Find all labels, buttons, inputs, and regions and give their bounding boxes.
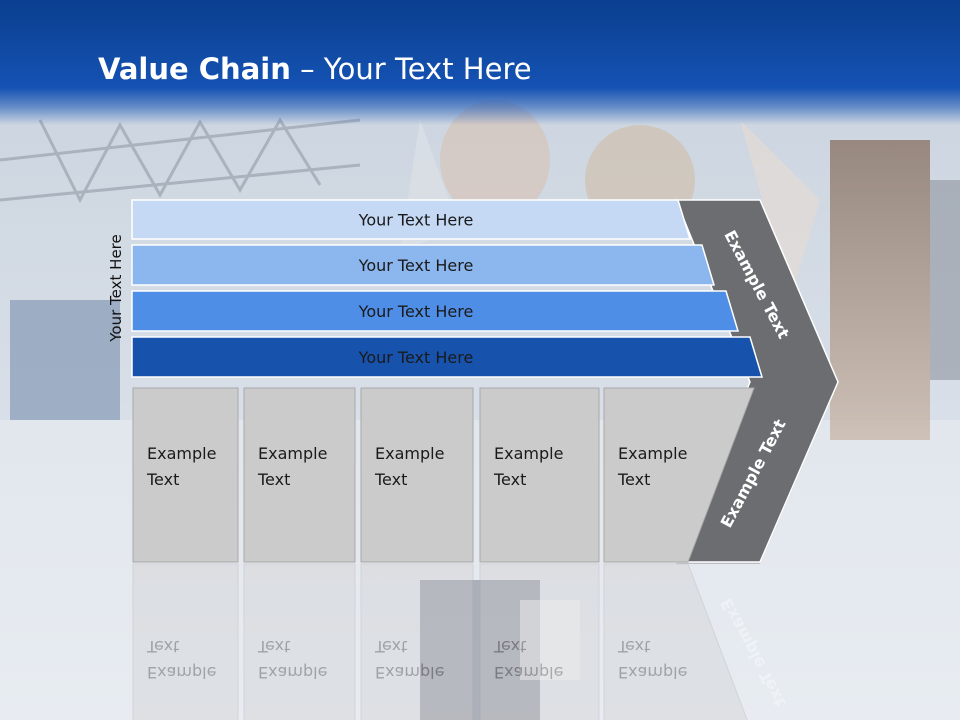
activity-label-line1: Example [618, 444, 687, 463]
support-band [131, 290, 740, 332]
activity-label-line1: Example [494, 444, 563, 463]
activity-reflection-line1: Example [494, 663, 563, 682]
activity-label-line1: Example [258, 444, 327, 463]
activity-label-line2: Text [493, 470, 526, 489]
activity-label-line2: Text [146, 470, 179, 489]
support-band-label: Your Text Here [358, 256, 474, 275]
support-band-label: Your Text Here [358, 302, 474, 321]
activity-reflection-line2: Text [617, 637, 650, 656]
activity-reflection-line1: Example [258, 663, 327, 682]
activity-reflection: Example Text [360, 563, 474, 720]
support-band [131, 199, 692, 240]
title-band [0, 0, 960, 125]
activity-reflection-shape [132, 563, 239, 720]
activity-box [479, 387, 600, 563]
activity-reflection-line2: Text [146, 637, 179, 656]
activity-reflection: Example Text [243, 563, 356, 720]
activity-label-line2: Text [617, 470, 650, 489]
activity-reflection-shape [603, 563, 748, 720]
title-bold: Value Chain [98, 52, 291, 86]
activity-reflection-line1: Example [375, 663, 444, 682]
activity-reflection: Example Text [479, 563, 600, 720]
activity-reflection-line2: Text [374, 637, 407, 656]
activity-label-line1: Example [375, 444, 444, 463]
activity-label-line2: Text [257, 470, 290, 489]
activity-reflection: Example Text [603, 563, 748, 720]
support-band [131, 244, 716, 286]
activity-reflection-line2: Text [257, 637, 290, 656]
support-band-label: Your Text Here [358, 348, 474, 367]
support-band [131, 336, 764, 378]
title-rest: – Your Text Here [290, 52, 532, 86]
activity-box [360, 387, 474, 563]
activity-box [603, 387, 755, 563]
slide-title: Value Chain – Your Text Here [98, 52, 532, 86]
activity-box [243, 387, 356, 563]
activity-reflection-line2: Text [493, 637, 526, 656]
activity-reflection-line1: Example [147, 663, 216, 682]
activity-reflection-shape [360, 563, 474, 720]
activity-reflection-shape [479, 563, 600, 720]
activity-reflection-shape [243, 563, 356, 720]
activity-label-line1: Example [147, 444, 216, 463]
activity-label-line2: Text [374, 470, 407, 489]
activity-box [132, 387, 239, 563]
activity-reflection: Example Text [132, 563, 239, 720]
activity-reflection-line1: Example [618, 663, 687, 682]
support-band-label: Your Text Here [358, 211, 474, 230]
